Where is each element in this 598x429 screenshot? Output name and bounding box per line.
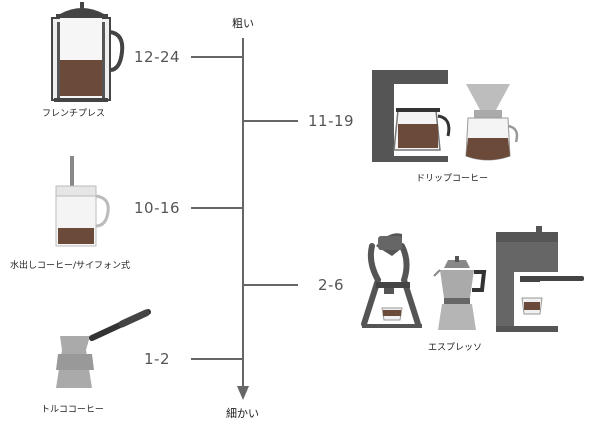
caption-espresso: エスプレッソ xyxy=(428,343,483,353)
caption-french-press: フレンチプレス xyxy=(42,109,106,119)
range-turkish: 1-2 xyxy=(144,350,170,368)
cezve-icon xyxy=(56,309,151,388)
range-drip: 11-19 xyxy=(308,112,355,130)
axis-arrowhead xyxy=(237,386,249,400)
manual-espresso-icon xyxy=(361,233,422,328)
coarse-label: 粗い xyxy=(232,17,254,30)
drip-machine-icon xyxy=(372,70,451,162)
caption-drip: ドリップコーヒー xyxy=(416,174,489,184)
caption-cold-brew: 水出しコーヒー/サイフォン式 xyxy=(10,261,131,271)
range-french-press: 12-24 xyxy=(134,48,181,66)
espresso-machine-icon xyxy=(496,226,584,332)
range-espresso: 2-6 xyxy=(318,276,344,294)
cold-brew-icon xyxy=(55,156,110,247)
moka-pot-icon xyxy=(433,256,487,330)
range-cold-brew: 10-16 xyxy=(134,199,181,217)
fine-label: 細かい xyxy=(226,407,259,420)
french-press-icon xyxy=(51,2,125,102)
pour-over-icon xyxy=(465,84,519,161)
caption-turkish: トルココーヒー xyxy=(41,405,104,415)
